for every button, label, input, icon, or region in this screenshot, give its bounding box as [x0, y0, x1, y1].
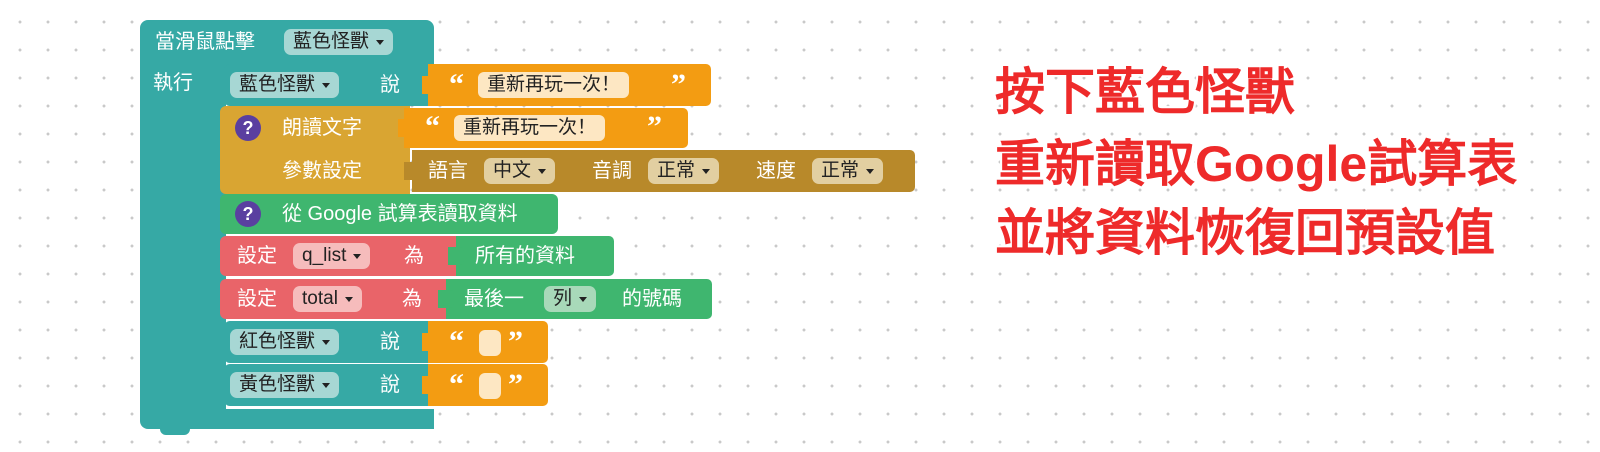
- lang-label: 語言: [428, 160, 468, 182]
- set-qlist-set-label: 設定: [237, 245, 277, 267]
- row-value: 列: [553, 288, 573, 309]
- total-value-suffix: 的號碼: [622, 288, 682, 310]
- pitch-label: 音調: [592, 160, 632, 182]
- annotation-line-2: 重新讀取Google試算表: [995, 136, 1518, 192]
- do-label: 執行: [153, 72, 193, 94]
- say-yellow-verb: 說: [380, 374, 400, 396]
- say-blue-text-field[interactable]: 重新再玩一次！: [478, 72, 630, 98]
- speed-dropdown[interactable]: 正常: [812, 158, 884, 184]
- row-dropdown[interactable]: 列: [544, 286, 597, 312]
- event-target-value: 藍色怪獸: [293, 31, 370, 52]
- lang-value: 中文: [493, 160, 532, 181]
- total-value-prefix: 最後一: [464, 288, 524, 310]
- speak-text-value: 重新再玩一次！: [463, 117, 597, 138]
- say-yellow-target-dropdown[interactable]: 黃色怪獸: [230, 372, 340, 398]
- say-red-target-value: 紅色怪獸: [239, 331, 316, 352]
- event-arm: [140, 62, 226, 414]
- help-icon[interactable]: ?: [235, 115, 261, 141]
- qlist-variable-dropdown[interactable]: q_list: [293, 243, 371, 269]
- say-yellow-text-connector: [422, 376, 438, 394]
- speak-settings-label: 參數設定: [282, 160, 362, 182]
- say-blue-target-dropdown[interactable]: 藍色怪獸: [230, 72, 340, 98]
- set-total-as-label: 為: [402, 288, 422, 310]
- qlist-value-connector: [448, 247, 464, 265]
- event-target-dropdown[interactable]: 藍色怪獸: [284, 29, 394, 55]
- qlist-variable-value: q_list: [302, 245, 347, 266]
- event-footer-tab: [160, 427, 190, 435]
- say-blue-text-connector: [422, 76, 438, 94]
- event-footer: [140, 409, 434, 429]
- speak-label: 朗讀文字: [282, 117, 362, 139]
- speak-text-connector: [398, 119, 414, 137]
- speak-param-connector: [404, 162, 420, 180]
- set-total-set-label: 設定: [237, 288, 277, 310]
- lang-dropdown[interactable]: 中文: [484, 158, 556, 184]
- qlist-value-block[interactable]: [456, 236, 614, 276]
- say-red-verb: 說: [380, 331, 400, 353]
- total-variable-dropdown[interactable]: total: [293, 286, 362, 312]
- open-quote-icon: “: [449, 68, 464, 101]
- total-value-connector: [438, 290, 454, 308]
- say-blue-target-value: 藍色怪獸: [239, 74, 316, 95]
- speed-label: 速度: [756, 160, 796, 182]
- annotation-line-1: 按下藍色怪獸: [995, 64, 1295, 120]
- qlist-value-label: 所有的資料: [475, 245, 575, 267]
- annotation-line-3: 並將資料恢復回預設值: [995, 205, 1495, 261]
- speed-value: 正常: [821, 160, 860, 181]
- close-quote-icon: ”: [508, 325, 523, 358]
- say-yellow-text-field[interactable]: [479, 373, 501, 399]
- event-header-label: 當滑鼠點擊: [155, 31, 255, 53]
- say-blue-text-value: 重新再玩一次！: [487, 74, 621, 95]
- sheet-read-body: [220, 194, 558, 234]
- close-quote-icon: ”: [647, 110, 662, 143]
- say-red-text-field[interactable]: [479, 330, 501, 356]
- say-red-text-connector: [422, 333, 438, 351]
- open-quote-icon: “: [425, 110, 440, 143]
- speak-text-field[interactable]: 重新再玩一次！: [454, 115, 606, 141]
- sheet-read-label: 從 Google 試算表讀取資料: [282, 203, 518, 225]
- close-quote-icon: ”: [671, 68, 686, 101]
- say-yellow-target-value: 黃色怪獸: [239, 374, 316, 395]
- open-quote-icon: “: [449, 368, 464, 401]
- help-icon[interactable]: ?: [235, 201, 261, 227]
- pitch-value: 正常: [657, 160, 696, 181]
- set-qlist-as-label: 為: [404, 245, 424, 267]
- total-variable-value: total: [302, 288, 338, 309]
- close-quote-icon: ”: [508, 368, 523, 401]
- say-red-target-dropdown[interactable]: 紅色怪獸: [230, 329, 340, 355]
- open-quote-icon: “: [449, 325, 464, 358]
- pitch-dropdown[interactable]: 正常: [648, 158, 720, 184]
- say-blue-verb: 說: [380, 74, 400, 96]
